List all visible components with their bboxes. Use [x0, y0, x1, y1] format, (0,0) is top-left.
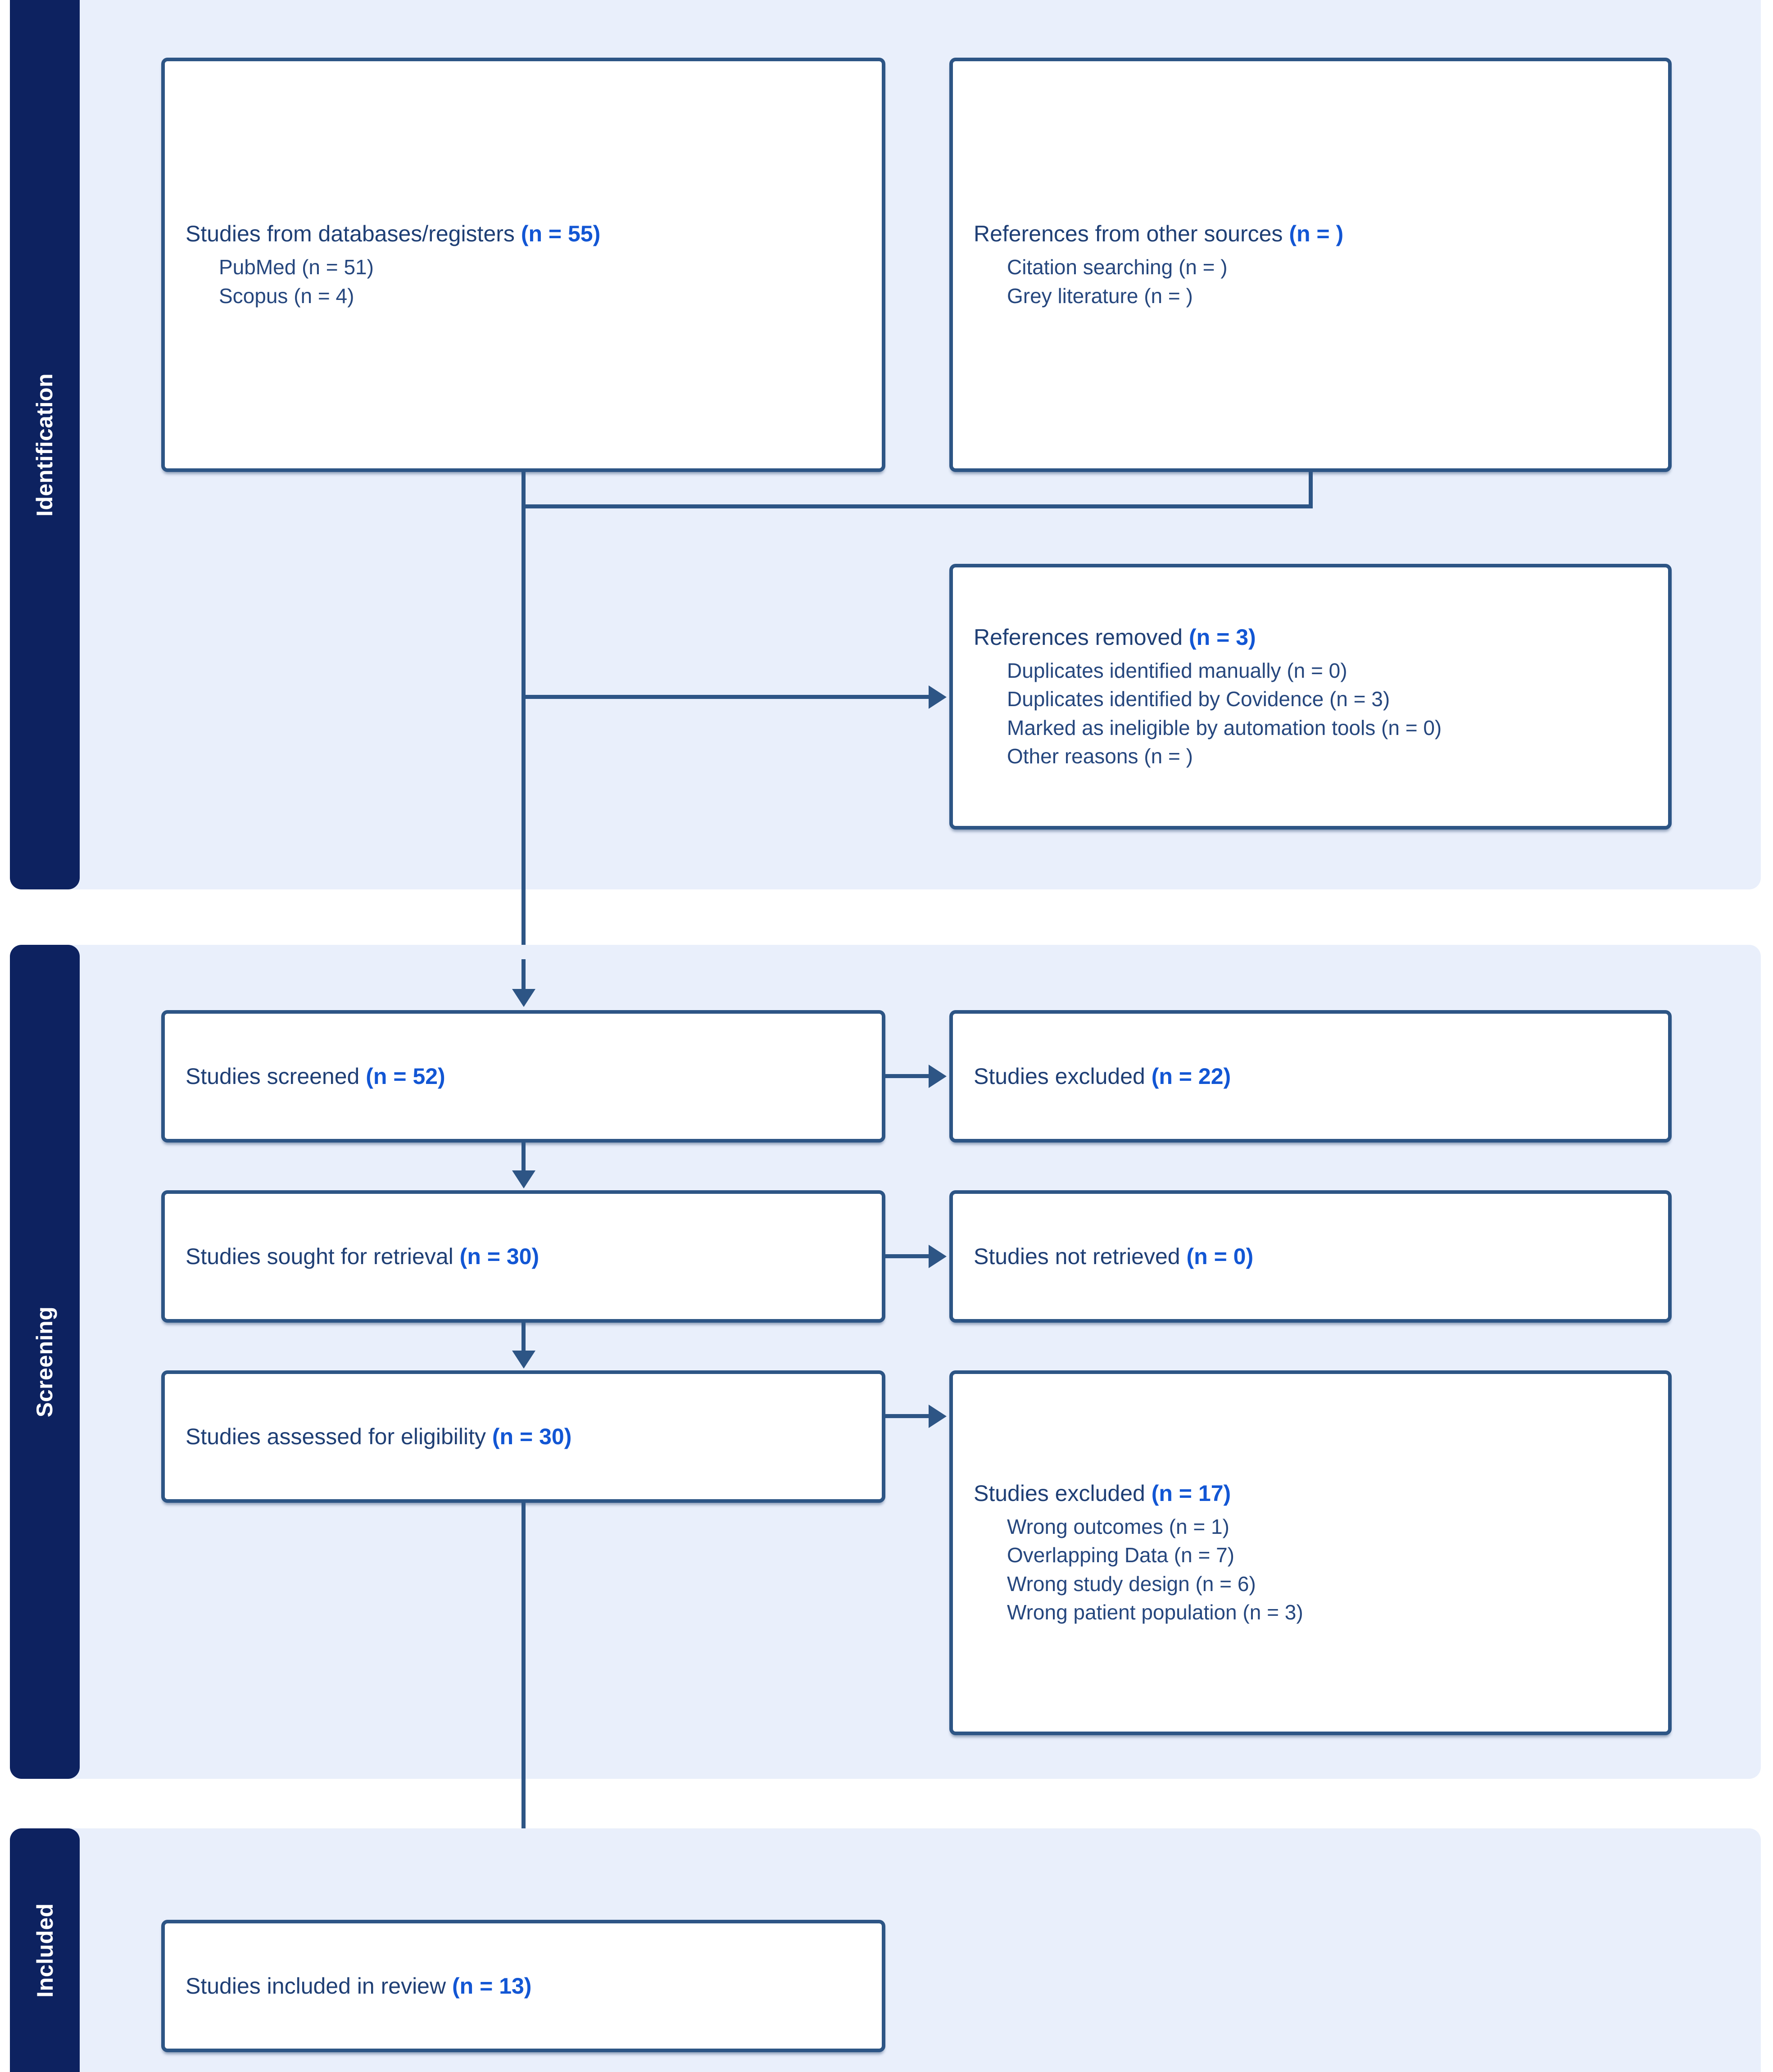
node-excluded-eligibility-title: Studies excluded (n = 17): [974, 1479, 1647, 1508]
node-other-sources-count: (n = ): [1289, 221, 1344, 247]
node-not-retrieved-title: Studies not retrieved (n = 0): [974, 1242, 1647, 1271]
node-not-retrieved-count: (n = 0): [1186, 1243, 1254, 1269]
arrowhead-sought-to-not-retrieved: [929, 1245, 947, 1268]
stage-tab-included-label: Included: [32, 1903, 58, 1998]
node-databases-item-0: PubMed (n = 51): [219, 255, 374, 279]
node-databases-title: Studies from databases/registers (n = 55…: [186, 219, 861, 249]
node-references-removed-sublist: Duplicates identified manually (n = 0) D…: [974, 657, 1647, 771]
node-included-review-title-text: Studies included in review: [186, 1973, 446, 1999]
node-databases-count: (n = 55): [521, 221, 601, 247]
node-excluded-eligibility: Studies excluded (n = 17) Wrong outcomes…: [949, 1370, 1672, 1735]
node-assessed-eligibility: Studies assessed for eligibility (n = 30…: [161, 1370, 885, 1503]
connector-sought-to-not-retrieved: [885, 1254, 931, 1258]
arrowhead-screened-to-excluded: [929, 1065, 947, 1088]
node-screened: Studies screened (n = 52): [161, 1010, 885, 1143]
node-references-removed: References removed (n = 3) Duplicates id…: [949, 564, 1672, 830]
node-references-removed-item-2: Marked as ineligible by automation tools…: [1007, 716, 1442, 739]
node-excluded-eligibility-count: (n = 17): [1151, 1480, 1231, 1506]
node-other-sources-item-1: Grey literature (n = ): [1007, 284, 1193, 308]
node-excluded-screened: Studies excluded (n = 22): [949, 1010, 1672, 1143]
node-references-removed-item-1: Duplicates identified by Covidence (n = …: [1007, 687, 1390, 711]
arrowhead-sought-to-assessed: [512, 1351, 535, 1369]
stage-tab-screening-label: Screening: [32, 1306, 58, 1418]
node-references-removed-item-0: Duplicates identified manually (n = 0): [1007, 658, 1347, 682]
node-other-sources: References from other sources (n = ) Cit…: [949, 58, 1672, 472]
node-references-removed-title: References removed (n = 3): [974, 623, 1647, 652]
arrowhead-assessed-to-excluded: [929, 1405, 947, 1428]
node-sought-retrieval-count: (n = 30): [459, 1243, 540, 1269]
node-excluded-screened-title: Studies excluded (n = 22): [974, 1062, 1647, 1091]
node-other-sources-sublist: Citation searching (n = ) Grey literatur…: [974, 253, 1647, 310]
connector-into-screened: [521, 959, 526, 1000]
connector-databases-down: [521, 472, 526, 508]
node-references-removed-count: (n = 3): [1189, 624, 1256, 650]
node-assessed-eligibility-title-text: Studies assessed for eligibility: [186, 1424, 486, 1449]
node-sought-retrieval-title: Studies sought for retrieval (n = 30): [186, 1242, 861, 1271]
node-screened-count: (n = 52): [366, 1063, 445, 1089]
node-references-removed-title-text: References removed: [974, 624, 1183, 650]
arrowhead-screened-to-sought: [512, 1170, 535, 1188]
node-excluded-eligibility-title-text: Studies excluded: [974, 1480, 1145, 1506]
stage-tab-identification-label: Identification: [32, 373, 58, 517]
connector-sought-to-assessed: [521, 1323, 526, 1363]
node-databases: Studies from databases/registers (n = 55…: [161, 58, 885, 472]
stage-tab-identification: Identification: [10, 0, 80, 889]
connector-screened-to-sought: [521, 1143, 526, 1183]
node-excluded-screened-title-text: Studies excluded: [974, 1063, 1145, 1089]
node-sought-retrieval-title-text: Studies sought for retrieval: [186, 1243, 453, 1269]
node-databases-sublist: PubMed (n = 51) Scopus (n = 4): [186, 253, 861, 310]
node-screened-title: Studies screened (n = 52): [186, 1062, 861, 1091]
node-databases-title-text: Studies from databases/registers: [186, 221, 515, 247]
connector-assessed-to-excluded: [885, 1414, 931, 1418]
node-assessed-eligibility-count: (n = 30): [492, 1424, 572, 1449]
node-included-review-title: Studies included in review (n = 13): [186, 1972, 861, 2001]
node-assessed-eligibility-title: Studies assessed for eligibility (n = 30…: [186, 1422, 861, 1451]
connector-assessed-to-included: [521, 1503, 526, 1909]
stage-tab-screening: Screening: [10, 945, 80, 1779]
connector-other-sources-down: [1309, 472, 1313, 508]
node-sought-retrieval: Studies sought for retrieval (n = 30): [161, 1190, 885, 1323]
node-excluded-eligibility-item-2: Wrong study design (n = 6): [1007, 1572, 1256, 1596]
connector-merge-bar: [521, 504, 1313, 508]
arrowhead-into-screened: [512, 989, 535, 1007]
node-excluded-screened-count: (n = 22): [1151, 1063, 1231, 1089]
node-excluded-eligibility-sublist: Wrong outcomes (n = 1) Overlapping Data …: [974, 1513, 1647, 1627]
arrowhead-to-references-removed: [929, 685, 947, 709]
node-excluded-eligibility-item-1: Overlapping Data (n = 7): [1007, 1543, 1234, 1567]
node-not-retrieved: Studies not retrieved (n = 0): [949, 1190, 1672, 1323]
node-other-sources-title-text: References from other sources: [974, 221, 1283, 247]
node-excluded-eligibility-item-0: Wrong outcomes (n = 1): [1007, 1514, 1229, 1538]
node-included-review-count: (n = 13): [452, 1973, 532, 1999]
node-screened-title-text: Studies screened: [186, 1063, 360, 1089]
node-databases-item-1: Scopus (n = 4): [219, 284, 354, 308]
node-excluded-eligibility-item-3: Wrong patient population (n = 3): [1007, 1600, 1303, 1624]
stage-tab-included: Included: [10, 1828, 80, 2072]
node-not-retrieved-title-text: Studies not retrieved: [974, 1243, 1180, 1269]
node-included-review: Studies included in review (n = 13): [161, 1920, 885, 2052]
node-other-sources-item-0: Citation searching (n = ): [1007, 255, 1228, 279]
connector-screened-to-excluded: [885, 1074, 931, 1078]
connector-to-references-removed: [521, 695, 931, 699]
connector-main-trunk-identification: [521, 504, 526, 974]
node-other-sources-title: References from other sources (n = ): [974, 219, 1647, 249]
node-references-removed-item-3: Other reasons (n = ): [1007, 744, 1193, 768]
